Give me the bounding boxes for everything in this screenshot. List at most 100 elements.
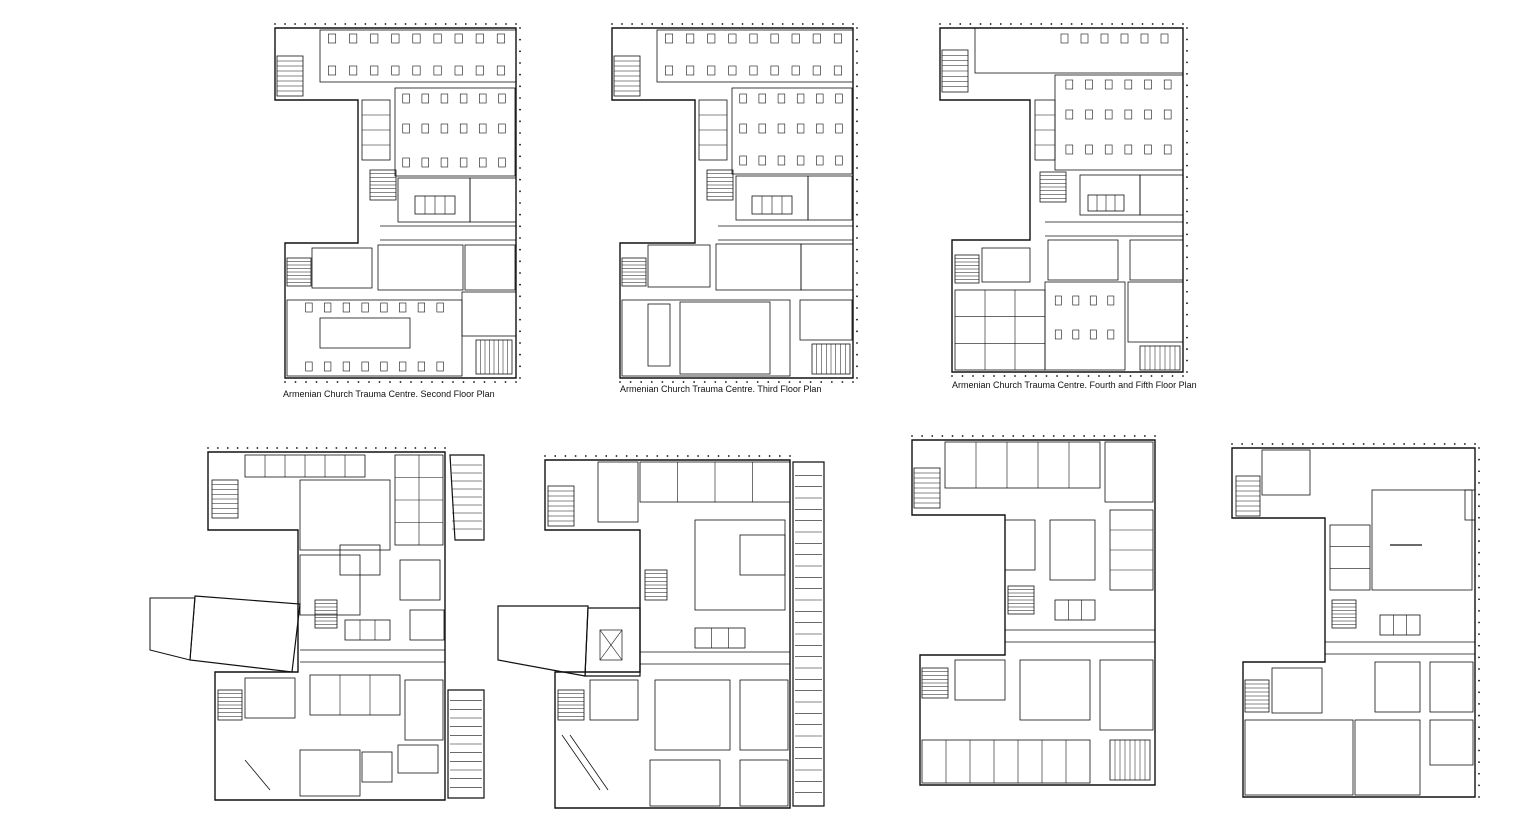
- dimension-tick: [394, 447, 397, 449]
- dimension-tick: [410, 381, 412, 383]
- dimension-tick: [1035, 375, 1037, 377]
- bed: [402, 93, 410, 104]
- dimension-tick: [1186, 210, 1188, 213]
- dimension-ticks: [274, 23, 517, 25]
- bed: [835, 155, 843, 166]
- dimension-tick: [1186, 313, 1188, 316]
- dimension-tick: [721, 23, 724, 25]
- room: [339, 544, 381, 576]
- dimension-tick: [284, 381, 286, 383]
- ward-top: [319, 29, 517, 83]
- dimension-ticks: [544, 455, 791, 457]
- dimension-tick: [1301, 443, 1304, 445]
- ward-east: [1054, 74, 1184, 171]
- room: [1127, 281, 1184, 343]
- bed: [777, 155, 786, 166]
- dimension-tick: [1478, 668, 1480, 670]
- ward-south: [1044, 281, 1126, 371]
- dimension-tick: [1231, 443, 1233, 445]
- dimension-tick: [972, 375, 974, 377]
- dimension-tick: [1009, 23, 1012, 25]
- bed: [433, 33, 442, 44]
- ward-top: [974, 27, 1184, 74]
- dimension-tick: [554, 455, 557, 457]
- dimension-tick: [368, 381, 370, 383]
- dimension-tick: [856, 213, 858, 216]
- bed: [728, 33, 737, 44]
- dimension-tick: [519, 318, 521, 321]
- dimension-tick: [1186, 267, 1188, 270]
- dimension-tick: [1032, 435, 1035, 437]
- dimension-tick: [981, 435, 984, 437]
- dimension-tick: [424, 447, 427, 449]
- dimension-tick: [519, 202, 521, 204]
- bed: [1065, 79, 1074, 90]
- bed: [479, 123, 487, 134]
- dimension-tick: [1478, 528, 1480, 531]
- bed: [707, 65, 716, 76]
- dimension-ticks: [619, 381, 854, 383]
- dimension-tick: [1478, 493, 1480, 496]
- stair: [811, 343, 851, 375]
- dimension-tick: [801, 23, 804, 25]
- dimension-tick: [1186, 72, 1188, 75]
- bed: [1144, 79, 1152, 90]
- dimension-tick: [1478, 714, 1480, 717]
- dimension-tick: [1012, 435, 1015, 437]
- plan-5: [497, 455, 825, 809]
- room: [309, 674, 401, 716]
- room: [1129, 239, 1184, 281]
- dimension-tick: [519, 353, 521, 356]
- room: [299, 554, 361, 616]
- bed: [498, 93, 506, 104]
- bed: [370, 65, 379, 76]
- dimension-tick: [777, 381, 780, 383]
- dimension-tick: [515, 381, 517, 383]
- dimension-tick: [691, 23, 694, 25]
- dimension-tick: [961, 435, 964, 437]
- plan-7: [1231, 443, 1480, 798]
- dimension-tick: [1020, 23, 1022, 25]
- dimension-tick: [1182, 23, 1184, 25]
- dimension-tick: [767, 381, 770, 383]
- dimension-tick: [444, 447, 446, 449]
- dimension-tick: [959, 23, 962, 25]
- dimension-tick: [1186, 50, 1188, 52]
- dimension-tick: [1101, 23, 1103, 25]
- dimension-tick: [364, 23, 367, 25]
- dimension-tick: [1478, 761, 1480, 763]
- bed: [475, 65, 484, 76]
- icu-ward: [286, 299, 463, 377]
- theatre: [679, 301, 771, 375]
- bed: [498, 123, 506, 134]
- stair: [621, 257, 647, 287]
- room: [1261, 449, 1311, 496]
- dimension-tick: [1478, 796, 1480, 798]
- operating-theatre: [715, 243, 802, 291]
- dimension-tick: [992, 435, 994, 437]
- dimension-tick: [1131, 23, 1134, 25]
- dimension-tick: [993, 375, 995, 377]
- dimension-tick: [856, 377, 858, 379]
- stair: [276, 55, 304, 97]
- dimension-tick: [1413, 443, 1416, 445]
- ward-beds: [739, 123, 843, 134]
- dimension-tick: [741, 23, 744, 25]
- dimension-tick: [1322, 443, 1325, 445]
- bed: [1085, 144, 1093, 155]
- dimension-tick: [519, 330, 521, 333]
- dimension-ticks: [1478, 447, 1480, 798]
- dimension-tick: [1186, 153, 1188, 156]
- bed: [1160, 33, 1169, 44]
- bed: [1065, 144, 1074, 155]
- dimension-tick: [856, 237, 858, 239]
- bed: [1107, 329, 1115, 340]
- dimension-tick: [431, 381, 433, 383]
- dimension-tick: [1478, 598, 1480, 601]
- dimension-tick: [856, 248, 858, 251]
- dimension-tick: [519, 213, 521, 216]
- dimension-ticks: [911, 435, 1156, 437]
- building-outline: [207, 451, 446, 801]
- dimension-tick: [1186, 118, 1188, 121]
- dimension-tick: [365, 447, 367, 449]
